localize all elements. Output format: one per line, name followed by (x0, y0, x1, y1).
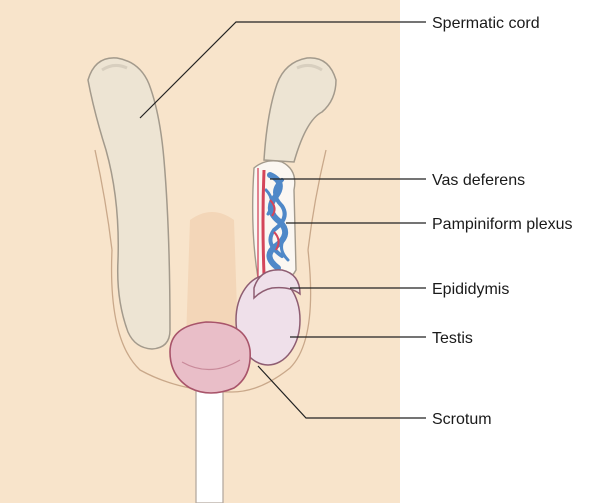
epididymis (253, 269, 301, 300)
label-vas-deferens: Vas deferens (432, 172, 525, 189)
leader-scrotum (257, 365, 426, 419)
midline-shaft (186, 212, 238, 503)
leader-spermatic-cord (139, 21, 426, 119)
label-scrotum: Scrotum (432, 411, 492, 428)
vas-deferens-tube (257, 168, 280, 285)
leader-lines (139, 21, 426, 419)
label-testis: Testis (432, 330, 473, 347)
left-spermatic-cord (87, 57, 171, 350)
right-spermatic-cord (263, 57, 337, 163)
label-spermatic-cord: Spermatic cord (432, 15, 540, 32)
label-epididymis: Epididymis (432, 281, 509, 298)
label-pampiniform-plexus: Pampiniform plexus (432, 216, 573, 233)
penis-head (169, 321, 251, 394)
